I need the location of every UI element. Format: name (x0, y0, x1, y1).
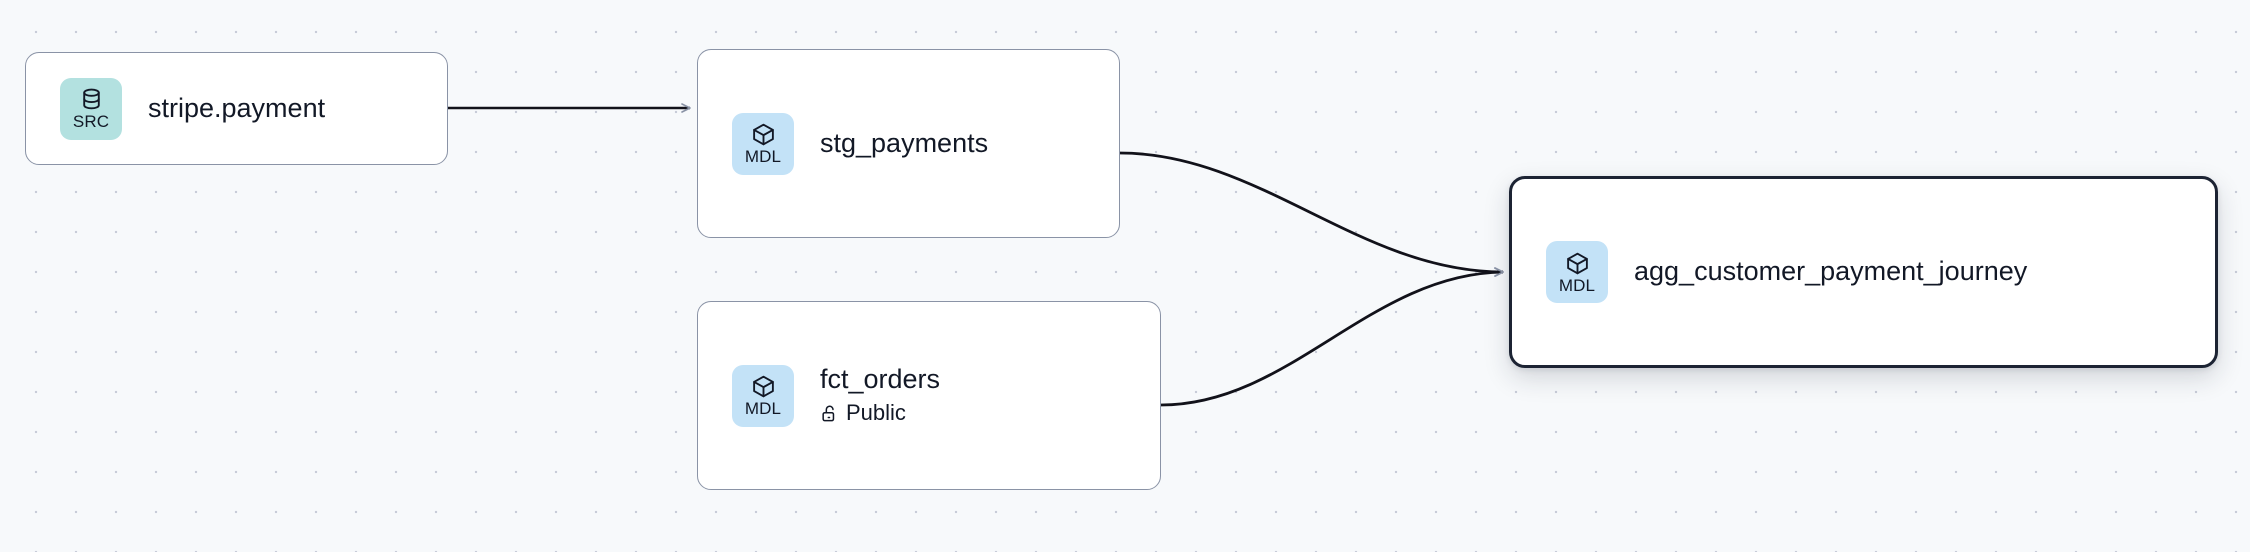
node-badge-label: MDL (744, 399, 782, 418)
node-stg-payments[interactable]: MDL stg_payments (697, 49, 1120, 238)
node-body: stg_payments (820, 128, 988, 160)
node-badge-mdl: MDL (732, 364, 794, 427)
node-body: fct_orders Public (820, 364, 940, 426)
node-badge-src: SRC (60, 77, 122, 140)
node-agg-customer-payment-journey[interactable]: MDL agg_customer_payment_journey (1509, 176, 2218, 368)
edge-stg-payments-to-agg-customer-payment-journey (1119, 151, 1504, 277)
node-fct-orders[interactable]: MDL fct_orders Public (697, 301, 1161, 490)
node-title: stripe.payment (148, 92, 326, 123)
node-title: agg_customer_payment_journey (1634, 256, 2028, 287)
node-visibility: Public (820, 400, 940, 426)
node-visibility-label: Public (846, 400, 906, 426)
node-badge-mdl: MDL (1546, 241, 1608, 303)
node-body: stripe.payment (148, 93, 325, 125)
node-badge-label: SRC (72, 112, 110, 131)
node-title: fct_orders (820, 364, 941, 395)
node-badge-mdl: MDL (732, 112, 794, 175)
cube-icon (1566, 252, 1588, 274)
node-title: stg_payments (820, 127, 989, 158)
node-body: agg_customer_payment_journey (1634, 256, 2027, 288)
edge-fct-orders-to-agg-customer-payment-journey (1160, 267, 1504, 407)
node-badge-label: MDL (1558, 275, 1596, 295)
cube-icon (752, 123, 774, 146)
unlock-icon (822, 405, 835, 422)
node-badge-label: MDL (744, 147, 782, 166)
cube-icon (752, 375, 774, 398)
node-stripe-payment[interactable]: SRC stripe.payment (25, 52, 448, 165)
database-icon (82, 88, 100, 110)
